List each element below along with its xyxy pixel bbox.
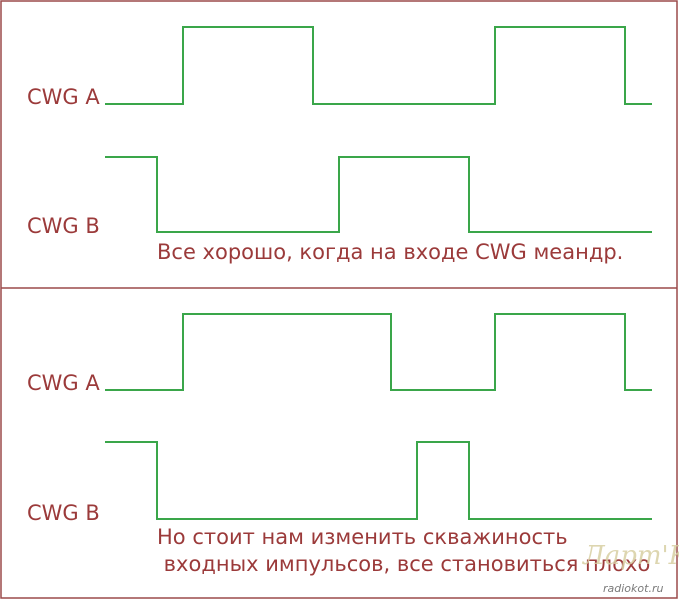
panel-changed-duty: CWG A CWG B Но стоит нам изменить скважи… — [27, 313, 652, 576]
label-cwg-b: CWG B — [27, 501, 100, 525]
caption-line: Все хорошо, когда на входе CWG меандр. — [157, 240, 623, 264]
caption-line: входных импульсов, все становиться плохо — [157, 552, 650, 576]
signal-cwg-a — [105, 313, 652, 391]
signal-cwg-b — [105, 441, 652, 520]
label-cwg-a: CWG A — [27, 371, 100, 395]
radiokot-watermark: Ларт'Кот radiokot.ru — [581, 541, 679, 595]
label-cwg-a: CWG A — [27, 85, 100, 109]
panel-square-wave: CWG A CWG B Все хорошо, когда на входе C… — [27, 26, 652, 264]
watermark-site: radiokot.ru — [603, 582, 663, 595]
caption-line: Но стоит нам изменить скважиность — [157, 525, 568, 549]
label-cwg-b: CWG B — [27, 214, 100, 238]
watermark-logo: Ларт'Кот — [581, 541, 679, 571]
signal-cwg-b — [105, 156, 652, 233]
signal-cwg-a — [105, 26, 652, 105]
